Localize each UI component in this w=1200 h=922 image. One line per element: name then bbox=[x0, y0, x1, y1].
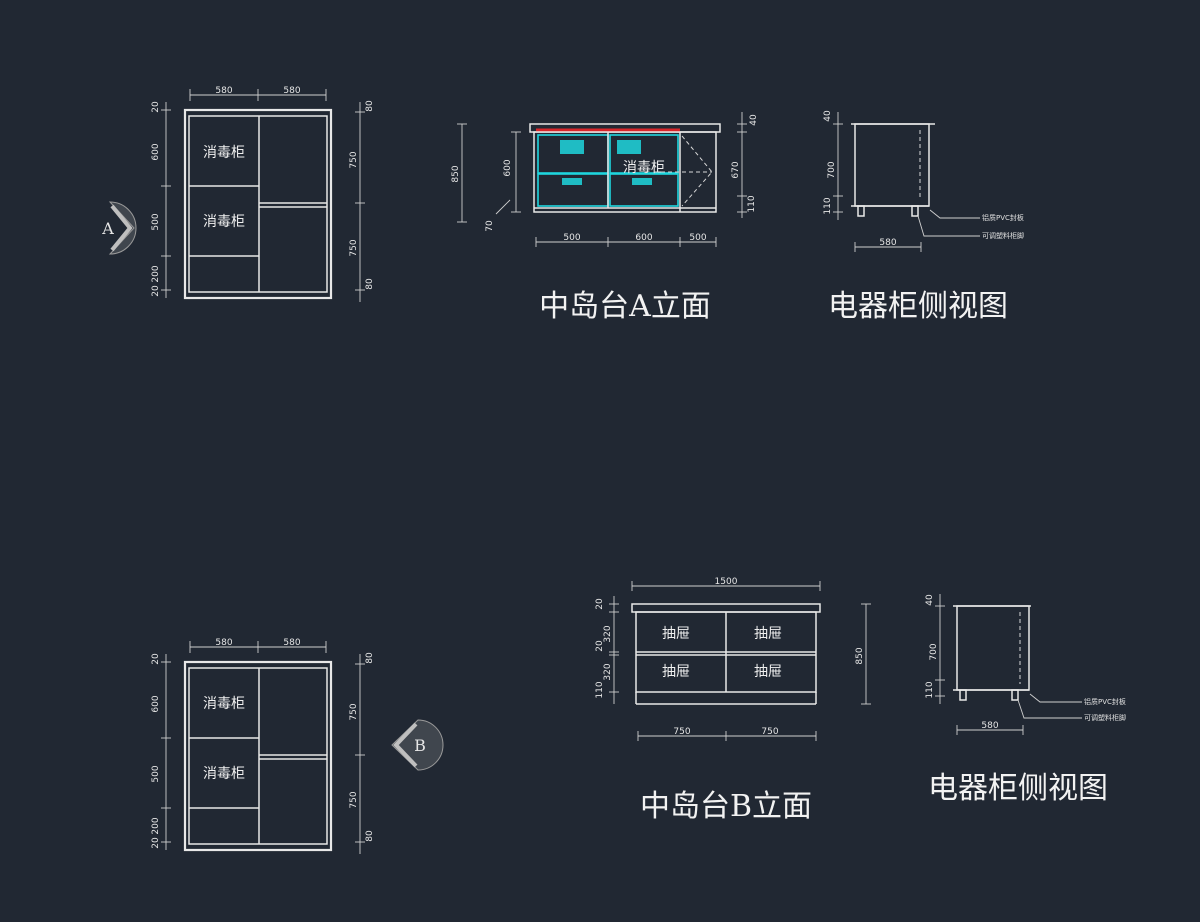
elev-b-dim-320a: 320 bbox=[603, 625, 613, 642]
elev-dim-670: 670 bbox=[731, 161, 741, 178]
side-a-dim-580: 580 bbox=[879, 238, 896, 248]
side-a-dim-700: 700 bbox=[827, 161, 837, 178]
elev-b-dim-20a: 20 bbox=[595, 598, 605, 610]
side-b-title: 电器柜侧视图 bbox=[928, 771, 1108, 806]
dim-right-3: 750 bbox=[349, 239, 359, 256]
dim-left-b2: 600 bbox=[151, 695, 161, 712]
dim-left-b1: 20 bbox=[151, 653, 161, 665]
cell-label-disinfection-2: 消毒柜 bbox=[203, 214, 245, 230]
drawer-label-2: 抽屉 bbox=[754, 626, 782, 642]
drawer-label-4: 抽屉 bbox=[754, 664, 782, 680]
side-a-note-2: 可调塑料柜脚 bbox=[982, 231, 1024, 240]
elev-cell-label: 消毒柜 bbox=[623, 160, 665, 176]
dim-right-2: 750 bbox=[349, 151, 359, 168]
elev-dim-600: 600 bbox=[503, 159, 513, 176]
elev-b-bottom-dim-2: 750 bbox=[761, 727, 778, 737]
side-a-note-1: 铝质PVC封板 bbox=[982, 213, 1024, 222]
dim-left-b5: 20 bbox=[151, 837, 161, 849]
cabinet-outline-b bbox=[183, 660, 333, 852]
cell-label-disinfection-1: 消毒柜 bbox=[203, 145, 245, 161]
elev-bottom-dim-2: 600 bbox=[635, 233, 652, 243]
countertop-b bbox=[631, 603, 821, 613]
dim-left-3: 500 bbox=[151, 213, 161, 230]
marker-letter-b: B bbox=[414, 736, 426, 755]
cabinet-outline bbox=[183, 108, 333, 300]
dim-top-right-b: 580 bbox=[283, 638, 300, 648]
dim-right-b3: 750 bbox=[349, 791, 359, 808]
elevation-view-b: 1500 抽屉 抽屉 抽屉 抽屉 20 320 20 320 110 850 7… bbox=[595, 577, 871, 824]
elev-bottom-dim-1: 500 bbox=[563, 233, 580, 243]
side-view-b: 40 700 110 580 铝质PVC封板 可调塑料柜脚 电器柜侧视图 bbox=[925, 594, 1126, 806]
dim-left-2: 600 bbox=[151, 143, 161, 160]
drawer-label-1: 抽屉 bbox=[662, 626, 690, 642]
elev-dim-40: 40 bbox=[749, 114, 759, 126]
drawer-label-3: 抽屉 bbox=[662, 664, 690, 680]
side-a-dim-110: 110 bbox=[823, 197, 833, 214]
side-b-note-1: 铝质PVC封板 bbox=[1084, 697, 1126, 706]
dim-right-b2: 750 bbox=[349, 703, 359, 720]
plan-view-b: 580 580 消毒柜 消毒柜 20 600 500 200 20 80 750… bbox=[151, 638, 444, 854]
dim-right-1: 80 bbox=[365, 100, 375, 112]
dim-left-b4: 200 bbox=[151, 817, 161, 834]
side-b-dim-580: 580 bbox=[981, 721, 998, 731]
dim-left-b3: 500 bbox=[151, 765, 161, 782]
dim-top-left-b: 580 bbox=[215, 638, 232, 648]
cell-label-disinfection-b2: 消毒柜 bbox=[203, 766, 245, 782]
dim-top-right: 580 bbox=[283, 86, 300, 96]
dim-left-1: 20 bbox=[151, 101, 161, 113]
marker-letter-a: A bbox=[101, 219, 114, 238]
elev-dim-70: 70 bbox=[485, 220, 495, 232]
side-view-a: 40 700 110 580 铝质PVC封板 可调塑料柜脚 电器柜侧视图 bbox=[823, 110, 1024, 324]
side-b-note-2: 可调塑料柜脚 bbox=[1084, 713, 1126, 722]
dim-left-5: 20 bbox=[151, 285, 161, 297]
side-a-title: 电器柜侧视图 bbox=[828, 289, 1008, 324]
side-b-dim-110: 110 bbox=[925, 681, 935, 698]
elevation-b-title: 中岛台B立面 bbox=[640, 789, 812, 824]
side-a-dim-40: 40 bbox=[823, 110, 833, 122]
side-b-dim-40: 40 bbox=[925, 594, 935, 606]
plan-view-a: 580 580 消毒柜 消毒柜 20 600 500 200 20 80 750… bbox=[101, 86, 375, 302]
dim-left-4: 200 bbox=[151, 265, 161, 282]
elev-b-dim-1500: 1500 bbox=[715, 577, 738, 587]
dim-right-b4: 80 bbox=[365, 830, 375, 842]
elev-b-dim-20b: 20 bbox=[595, 640, 605, 652]
elev-b-dim-320b: 320 bbox=[603, 663, 613, 680]
side-b-dim-700: 700 bbox=[929, 643, 939, 660]
elev-b-dim-110: 110 bbox=[595, 681, 605, 698]
elev-b-dim-850: 850 bbox=[855, 647, 865, 664]
elev-bottom-dim-3: 500 bbox=[689, 233, 706, 243]
elevation-view-a: 消毒柜 850 600 70 40 670 110 500 600 500 中岛… bbox=[451, 112, 759, 324]
elev-dim-110: 110 bbox=[747, 195, 757, 212]
cell-label-disinfection-b1: 消毒柜 bbox=[203, 696, 245, 712]
section-marker-b: B bbox=[391, 719, 444, 771]
dim-right-4: 80 bbox=[365, 278, 375, 290]
elevation-a-title: 中岛台A立面 bbox=[539, 289, 711, 324]
elev-dim-850: 850 bbox=[451, 165, 461, 182]
section-marker-a: A bbox=[101, 201, 137, 255]
dim-right-b1: 80 bbox=[365, 652, 375, 664]
dim-top-left: 580 bbox=[215, 86, 232, 96]
elev-b-bottom-dim-1: 750 bbox=[673, 727, 690, 737]
